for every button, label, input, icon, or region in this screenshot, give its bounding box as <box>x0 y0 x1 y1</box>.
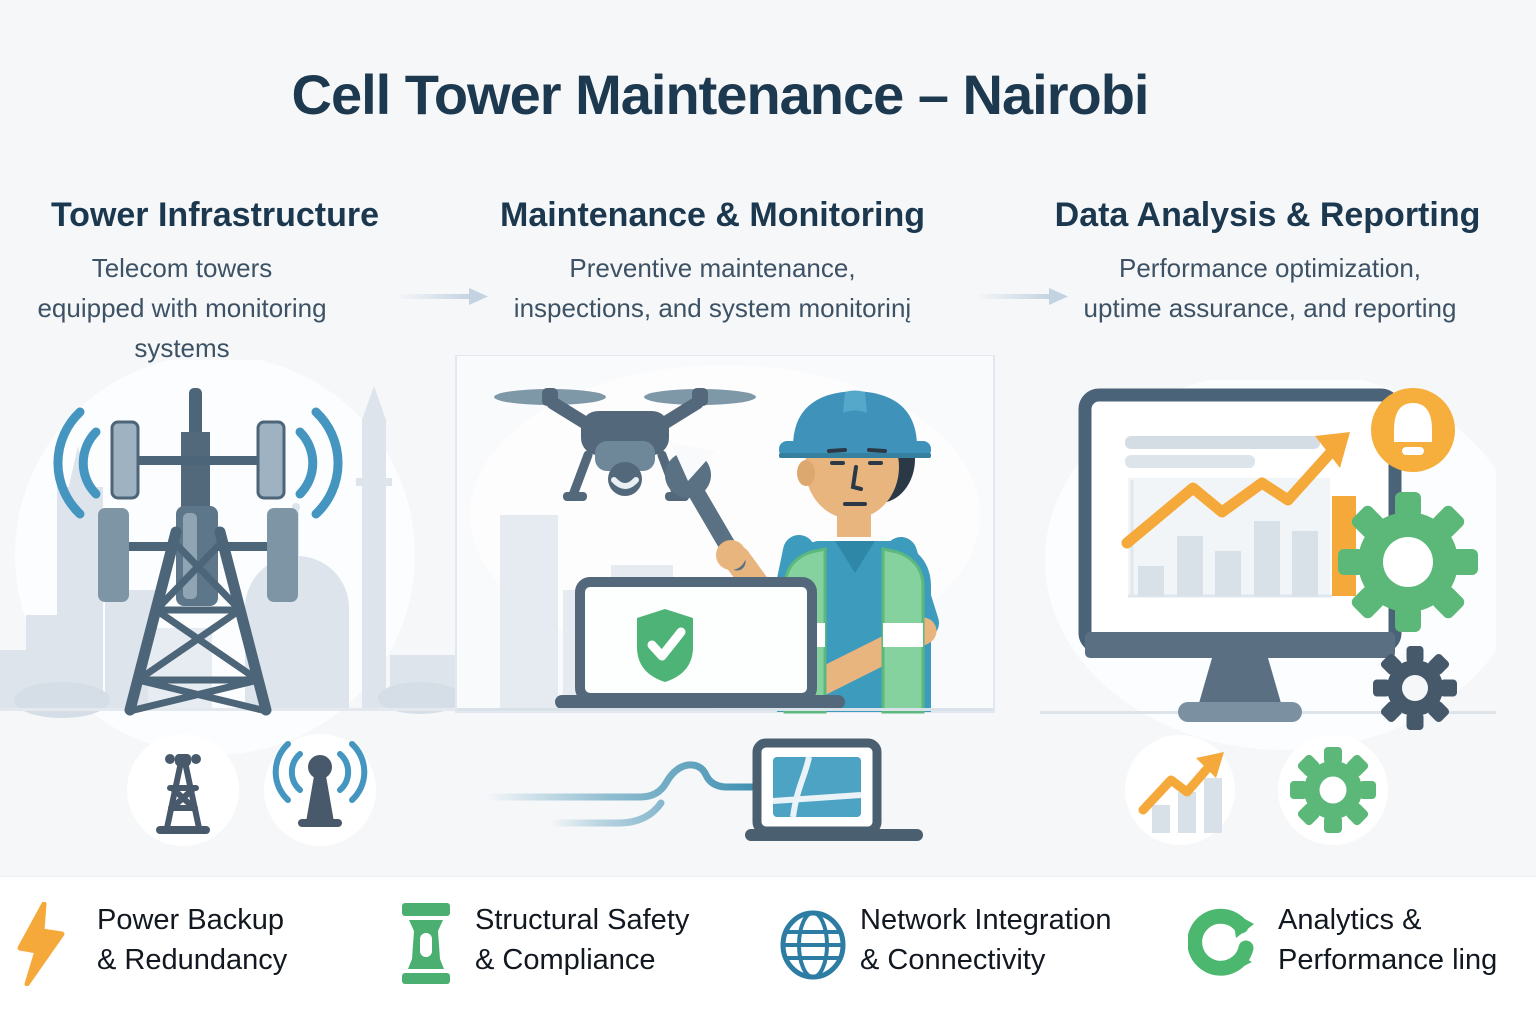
feature-label-line: & Redundancy <box>97 944 288 976</box>
feature-power: Power Backup & Redundancy <box>97 900 287 980</box>
trend-chart-icon <box>1138 752 1224 833</box>
drone-icon <box>494 388 756 501</box>
small-tower-icon <box>164 759 202 831</box>
cycle-arrows-icon <box>1188 908 1254 976</box>
laptop-icon <box>555 577 845 709</box>
feature-label-line: Network Integration <box>860 904 1112 936</box>
feature-label-line: & Connectivity <box>860 944 1046 976</box>
feature-label-line: Analytics & <box>1278 904 1422 936</box>
subtitle-line: uptime assurance, and reporting <box>1083 293 1457 323</box>
feature-label-line: Structural Safety <box>475 904 690 936</box>
shield-check-icon <box>637 609 693 682</box>
feature-analytics: Analytics & Performance ling <box>1278 900 1497 980</box>
dark-gear-icon <box>1373 646 1457 730</box>
trend-badge <box>1125 735 1235 845</box>
tower-badge <box>127 734 239 846</box>
subtitle-line: Telecom towers <box>91 253 273 283</box>
feature-label-line: & Compliance <box>475 944 656 976</box>
column-3-subtitle: Performance optimization, uptime assuran… <box>1040 248 1500 328</box>
flow-arrow-2 <box>975 288 1068 305</box>
flow-arrow-1 <box>395 288 488 305</box>
dashboard-chart <box>1121 432 1356 598</box>
feature-label-line: Power Backup <box>97 904 284 936</box>
feature-strip <box>0 876 1536 1024</box>
feature-label-line: Performance ling <box>1278 944 1498 976</box>
green-gear-icon <box>1338 492 1478 632</box>
feature-structural: Structural Safety & Compliance <box>475 900 689 980</box>
ground-line <box>457 708 993 711</box>
orange-bar <box>1332 496 1356 596</box>
subtitle-line: inspections, and system monitorinį <box>513 293 912 323</box>
gear-icon <box>1290 747 1376 833</box>
alert-bell-badge <box>1371 388 1455 472</box>
cell-tower-illustration <box>0 360 460 846</box>
subtitle-line: systems <box>134 333 230 363</box>
ground-line <box>0 708 460 711</box>
column-3-heading: Data Analysis & Reporting <box>1054 196 1481 234</box>
pillar-icon <box>402 903 450 984</box>
subtitle-line: equipped with monitoring <box>37 293 327 323</box>
page-title: Cell Tower Maintenance – Nairobi <box>291 63 1150 126</box>
antenna-signal-icon <box>272 741 368 827</box>
subtitle-line: Performance optimization, <box>1118 253 1422 283</box>
column-2-heading: Maintenance & Monitoring <box>500 196 925 234</box>
antenna-badge <box>264 734 376 846</box>
column-1-heading: Tower Infrastructure <box>50 196 380 234</box>
map-tablet-icon <box>745 738 923 841</box>
feature-network: Network Integration & Connectivity <box>860 900 1111 980</box>
arrow-right-icon <box>395 288 488 305</box>
monitor-icon <box>1078 388 1402 722</box>
globe-icon <box>780 910 846 980</box>
cell-tower-icon <box>53 388 343 716</box>
cable <box>481 761 763 827</box>
column-2-subtitle: Preventive maintenance, inspections, and… <box>455 248 970 328</box>
lightning-icon <box>17 902 65 986</box>
dashboard-illustration <box>1040 380 1496 845</box>
arrow-right-icon <box>975 288 1068 305</box>
trend-line-icon <box>1121 432 1350 549</box>
bell-icon <box>1394 403 1432 455</box>
gear-badge <box>1278 735 1388 845</box>
subtitle-line: Preventive maintenance, <box>569 253 856 283</box>
signal-waves-icon <box>53 407 343 519</box>
technician-illustration <box>455 355 995 841</box>
column-1-subtitle: Telecom towers equipped with monitoring … <box>0 248 364 368</box>
